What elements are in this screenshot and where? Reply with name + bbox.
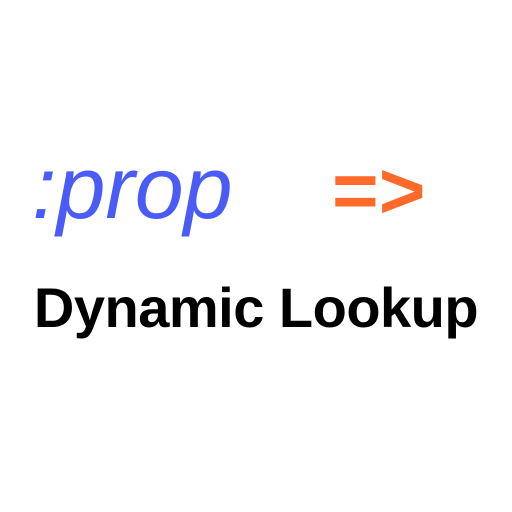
logo-symbol-text: :prop: [32, 138, 233, 237]
logo-mark: :prop =>: [32, 138, 492, 245]
logo-arrow-text: =>: [332, 146, 425, 235]
logo-mark-graphic: :prop =>: [32, 138, 425, 237]
logo-wordmark: Dynamic Lookup: [33, 276, 479, 339]
